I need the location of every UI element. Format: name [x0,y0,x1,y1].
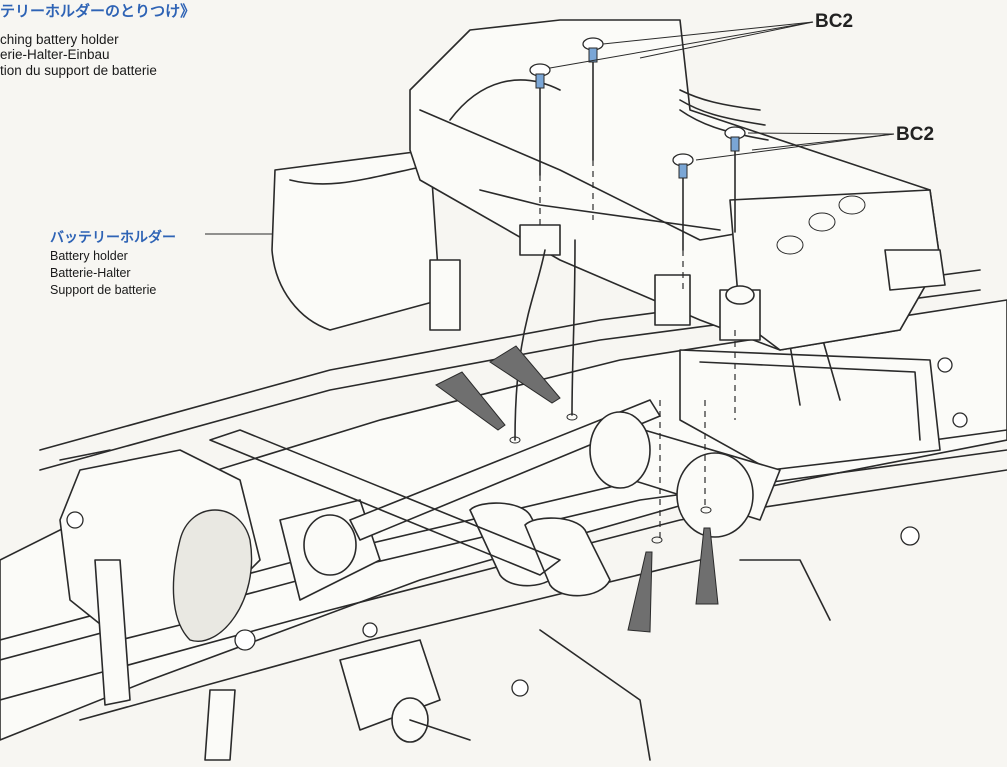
glue-nozzle-icon [435,371,506,431]
battery-holder-label-fr: Support de batterie [50,283,157,297]
battery-holder-label-en: Battery holder [50,249,128,263]
callout-leaders [205,21,895,235]
battery-holder-label-jp: バッテリーホルダー [50,229,176,245]
screw-callout-right: BC2 [896,124,935,145]
rear-linkage [209,357,968,761]
battery-holder-label-de: Batterie-Halter [50,266,131,280]
receiver-box [589,329,941,538]
section-title-de: erie-Halter-Einbau [0,47,110,62]
section-title-fr: tion du support de batterie [0,63,157,78]
screw-icon [724,126,746,152]
glue-nozzles [435,345,719,633]
glue-nozzle-icon [627,551,653,633]
screw-icon [672,153,694,179]
screw-icon [529,63,551,89]
bc2-screws [529,37,746,179]
section-title-en: ching battery holder [0,32,119,47]
battery-holder [271,19,946,351]
screw-guide-lines [514,61,736,540]
section-title-jp: テリーホルダーのとりつけ》 [0,3,196,20]
screw-callout-top: BC2 [815,11,854,32]
glue-nozzle-icon [489,345,561,404]
glue-nozzle-icon [695,527,719,605]
